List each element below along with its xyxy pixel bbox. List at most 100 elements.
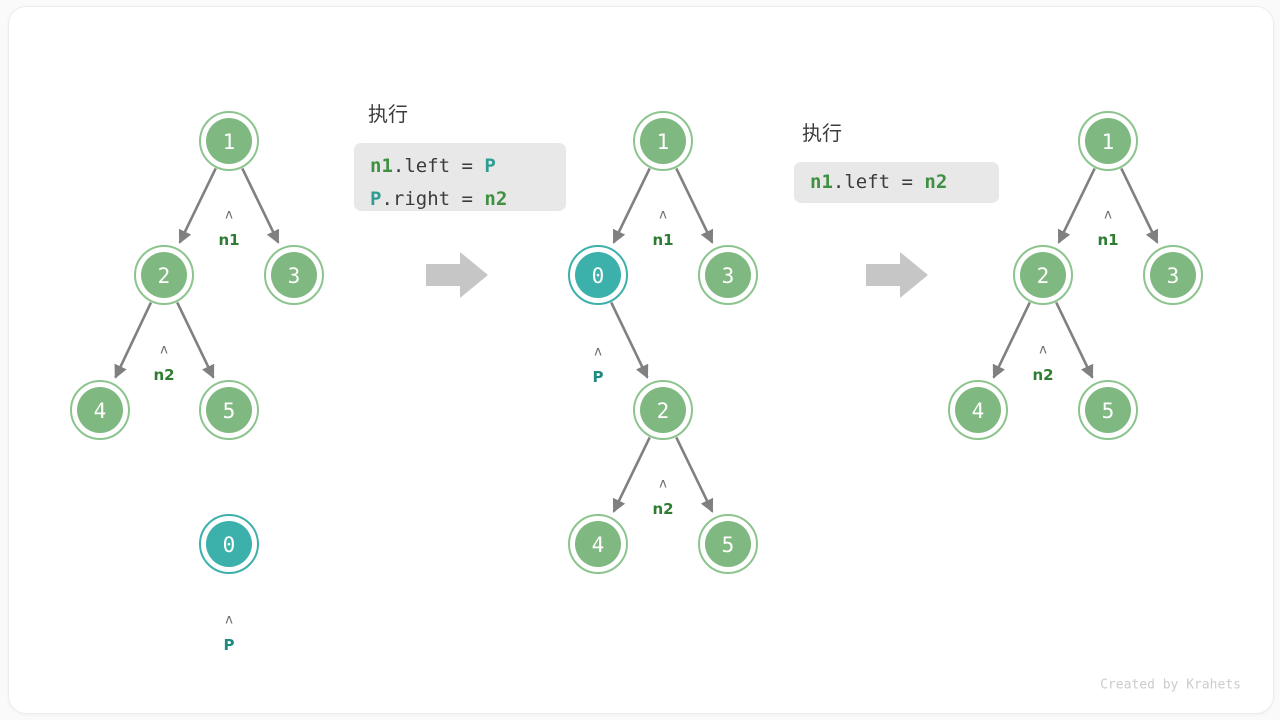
tree-node-3[interactable]: 3 — [264, 245, 324, 305]
node-circle — [77, 387, 123, 433]
tree-node-4[interactable]: 4 — [948, 380, 1008, 440]
tree-node-4[interactable]: 4 — [568, 514, 628, 574]
node-outer-ring — [1078, 380, 1138, 440]
node-circle — [271, 252, 317, 298]
tree-node-3[interactable]: 3 — [1143, 245, 1203, 305]
node-outer-ring — [1143, 245, 1203, 305]
node-outer-ring — [1078, 111, 1138, 171]
node-value: 3 — [1167, 264, 1180, 288]
pointer-caret-icon: ʌ — [160, 343, 168, 358]
node-circle — [955, 387, 1001, 433]
node-outer-ring — [633, 380, 693, 440]
node-circle — [705, 521, 751, 567]
node-circle — [640, 387, 686, 433]
panel-before-nodes: 1 2 3 4 5 0 — [70, 111, 324, 574]
panel-after-step2-edges — [992, 167, 1159, 379]
node-value: 4 — [592, 533, 605, 557]
transition-arrow-2 — [866, 252, 928, 298]
pointer-n2: ʌ n2 — [652, 477, 673, 519]
node-circle — [206, 521, 252, 567]
node-circle — [1150, 252, 1196, 298]
tree-node-2[interactable]: 2 — [134, 245, 194, 305]
tree-node-3[interactable]: 3 — [698, 245, 758, 305]
node-circle — [206, 387, 252, 433]
tree-edge — [612, 436, 651, 513]
node-outer-ring — [264, 245, 324, 305]
node-outer-ring — [633, 111, 693, 171]
pointer-caret-icon: ʌ — [1039, 343, 1047, 358]
tree-edge — [612, 167, 651, 244]
node-outer-ring — [568, 514, 628, 574]
code-line: n1.left = P — [370, 155, 496, 177]
node-outer-ring — [199, 111, 259, 171]
node-circle — [640, 118, 686, 164]
node-outer-ring — [70, 380, 130, 440]
tree-node-2[interactable]: 2 — [633, 380, 693, 440]
node-value: 1 — [223, 130, 236, 154]
pointer-n2: ʌn2 — [153, 343, 174, 385]
tree-node-0[interactable]: 0 — [199, 514, 259, 574]
tree-node-5[interactable]: 5 — [199, 380, 259, 440]
tree-node-1[interactable]: 1 — [1078, 111, 1138, 171]
pointer-caret-icon: ʌ — [225, 208, 233, 223]
tree-edge — [241, 167, 280, 244]
tree-edge — [114, 302, 153, 379]
tree-node-2[interactable]: 2 — [1013, 245, 1073, 305]
tree-node-5[interactable]: 5 — [698, 514, 758, 574]
node-value: 3 — [288, 264, 301, 288]
node-circle — [575, 521, 621, 567]
code-token: n1 — [810, 171, 833, 193]
credit-text: Created by Krahets — [1100, 678, 1241, 693]
transition-arrow-1 — [426, 252, 488, 298]
panel-after-step1-edges — [610, 167, 714, 513]
nodes-layer: 1 2 3 4 5 0 1 0 3 2 4 5 1 2 3 4 5 — [70, 111, 1203, 574]
node-value: 0 — [223, 533, 236, 557]
code-box — [794, 162, 999, 203]
node-outer-ring — [698, 514, 758, 574]
tree-node-1[interactable]: 1 — [199, 111, 259, 171]
edges-layer — [114, 167, 1159, 513]
step-title: 执行 — [368, 102, 408, 126]
pointer-p: ʌP — [224, 613, 235, 655]
code-token: n2 — [924, 171, 947, 193]
tree-node-1[interactable]: 1 — [633, 111, 693, 171]
tree-edge — [1055, 301, 1094, 379]
node-value: 5 — [1102, 399, 1115, 423]
pointer-caret-icon: ʌ — [659, 208, 667, 223]
transitions-layer — [426, 252, 928, 298]
code-box — [354, 143, 566, 211]
node-value: 2 — [158, 264, 171, 288]
node-outer-ring — [134, 245, 194, 305]
pointer-p: ʌP — [593, 345, 604, 387]
tree-node-5[interactable]: 5 — [1078, 380, 1138, 440]
pointer-label: n2 — [652, 500, 673, 518]
pointer-label: n1 — [652, 231, 673, 249]
tree-node-0[interactable]: 0 — [568, 245, 628, 305]
node-value: 0 — [592, 264, 605, 288]
pointer-caret-icon: ʌ — [594, 345, 602, 360]
code-token: .left = — [833, 171, 925, 193]
pointer-label: P — [224, 636, 235, 654]
tree-node-4[interactable]: 4 — [70, 380, 130, 440]
tree-edge — [675, 167, 714, 244]
node-outer-ring — [948, 380, 1008, 440]
code-token: P — [370, 188, 381, 210]
pointer-label: P — [593, 368, 604, 386]
node-circle — [1085, 387, 1131, 433]
node-circle — [141, 252, 187, 298]
code-line: n1.left = n2 — [810, 171, 947, 193]
code-token: .left = — [393, 155, 485, 177]
panel-before-edges — [114, 167, 280, 379]
panel-after-step1-nodes: 1 0 3 2 4 5 — [568, 111, 758, 574]
tree-edge — [610, 301, 649, 379]
pointer-caret-icon: ʌ — [659, 477, 667, 492]
node-value: 1 — [657, 130, 670, 154]
node-outer-ring — [199, 380, 259, 440]
pointer-n2: ʌn2 — [1032, 343, 1053, 385]
